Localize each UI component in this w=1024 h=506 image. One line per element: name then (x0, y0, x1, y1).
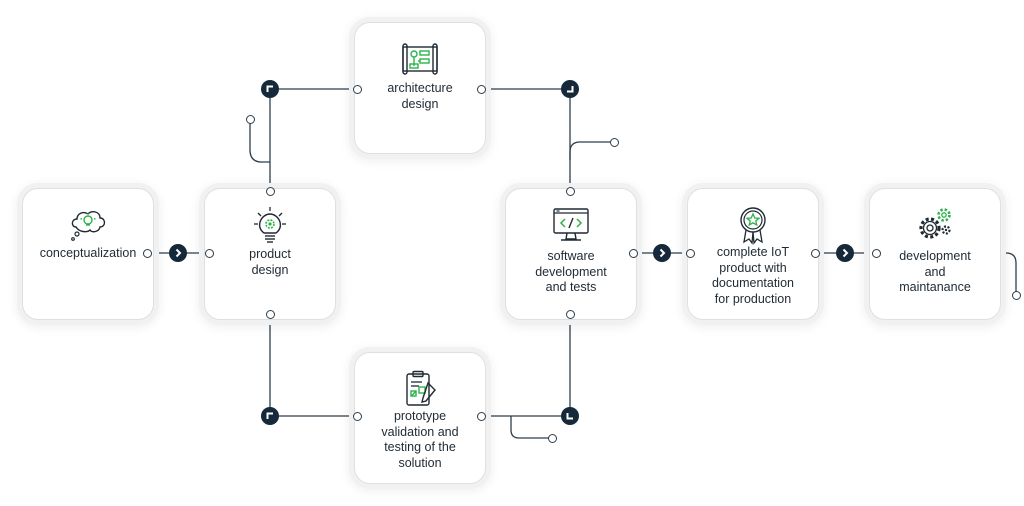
step-development-maintenance: development and maintanance (869, 188, 1001, 320)
chevron-right-icon (653, 244, 671, 262)
step-software-development: software development and tests (505, 188, 637, 320)
step-prototype-validation: prototype validation and testing of the … (354, 352, 486, 484)
idea-bubble-icon (71, 210, 106, 241)
corner-top-left-icon (261, 80, 279, 98)
connector-node (266, 187, 275, 196)
connector-node (1012, 291, 1021, 300)
chevron-right-icon (169, 244, 187, 262)
step-complete-iot-product: complete IoT product with documentation … (687, 188, 819, 320)
corner-bottom-right-icon (561, 407, 579, 425)
step-label: conceptualization (39, 246, 137, 260)
step-label: development and maintanance (899, 249, 971, 294)
step-product-design: product design (204, 188, 336, 320)
connector-node (872, 249, 881, 258)
step-conceptualization: conceptualization (22, 188, 154, 320)
clipboard-pencil-icon (406, 370, 436, 406)
connector-node (477, 85, 486, 94)
connector-node (205, 249, 214, 258)
chevron-right-icon (836, 244, 854, 262)
connector-node (353, 412, 362, 421)
connector-node (353, 85, 362, 94)
connector-node (266, 310, 275, 319)
step-label: architecture design (387, 81, 453, 111)
lightbulb-gear-icon (254, 207, 286, 243)
connector-node (629, 249, 638, 258)
corner-top-right-icon (561, 80, 579, 98)
corner-bottom-left-icon (261, 407, 279, 425)
step-label: product design (249, 247, 291, 277)
gears-icon (919, 208, 951, 239)
connector-node (246, 115, 255, 124)
connector-node (610, 138, 619, 147)
award-badge-icon (740, 207, 766, 245)
step-label: complete IoT product with documentation … (711, 245, 794, 306)
connector-node (686, 249, 695, 258)
blueprint-icon (402, 43, 438, 75)
connector-node (477, 412, 486, 421)
step-label: prototype validation and testing of the … (381, 409, 459, 470)
step-architecture-design: architecture design (354, 22, 486, 154)
code-monitor-icon (553, 208, 589, 241)
connector-node (811, 249, 820, 258)
connector-node (566, 187, 575, 196)
connector-node (548, 434, 557, 443)
connector-node (566, 310, 575, 319)
step-label: software development and tests (535, 249, 607, 294)
connector-node (143, 249, 152, 258)
